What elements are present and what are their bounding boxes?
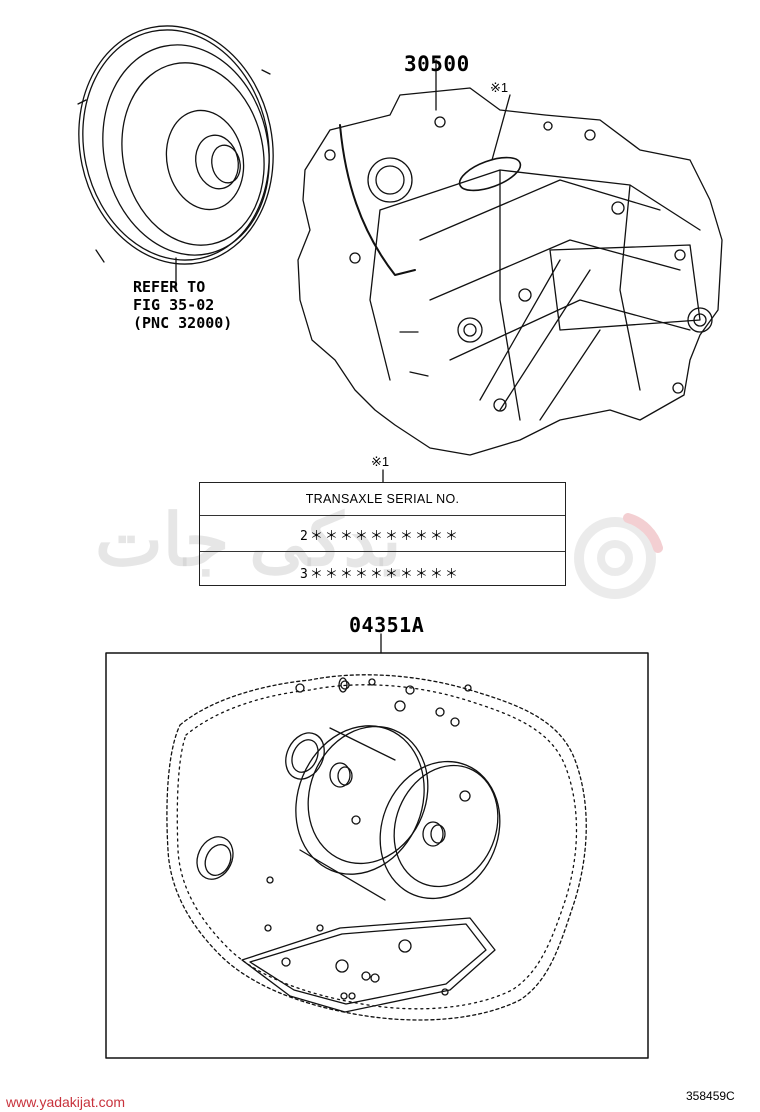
serial-table-divider	[200, 551, 565, 552]
serial-table-row-3: 3＊＊＊＊＊＊＊＊＊＊	[300, 567, 460, 582]
serial-number-table: TRANSAXLE SERIAL NO. 2＊＊＊＊＊＊＊＊＊＊ 3＊＊＊＊＊＊…	[199, 482, 566, 586]
refer-note-line2: FIG 35-02	[133, 296, 215, 314]
oil-pan-gasket-illustration	[241, 917, 496, 1013]
figure-code: 358459C	[686, 1089, 735, 1103]
watermark-logo-icon	[574, 513, 663, 599]
serial-table-heading: TRANSAXLE SERIAL NO.	[305, 492, 460, 506]
transaxle-illustration	[297, 59, 723, 456]
gasket-kit-frame	[105, 652, 649, 1059]
oil-strainer-illustration	[295, 725, 501, 901]
note-mark-serial: ※1	[371, 454, 390, 469]
refer-note-line3: (PNC 32000)	[133, 314, 233, 332]
case-gasket-illustration	[166, 674, 587, 1021]
part-number-transaxle[interactable]: 30500	[404, 52, 470, 76]
serial-table-divider	[200, 515, 565, 516]
note-mark-top: ※1	[490, 80, 509, 95]
serial-table-row-2: 2＊＊＊＊＊＊＊＊＊＊	[300, 529, 460, 544]
refer-note-line1: REFER TO	[133, 278, 206, 296]
torque-converter-illustration	[77, 25, 274, 291]
refer-note[interactable]: REFER TO FIG 35-02 (PNC 32000)	[133, 278, 232, 332]
footer-site-link[interactable]: www.yadakijat.com	[6, 1094, 126, 1110]
part-number-gasket-kit[interactable]: 04351A	[349, 613, 425, 637]
watermark-text: یدکی جات	[95, 501, 402, 581]
oil-seal-illustration	[196, 732, 325, 880]
